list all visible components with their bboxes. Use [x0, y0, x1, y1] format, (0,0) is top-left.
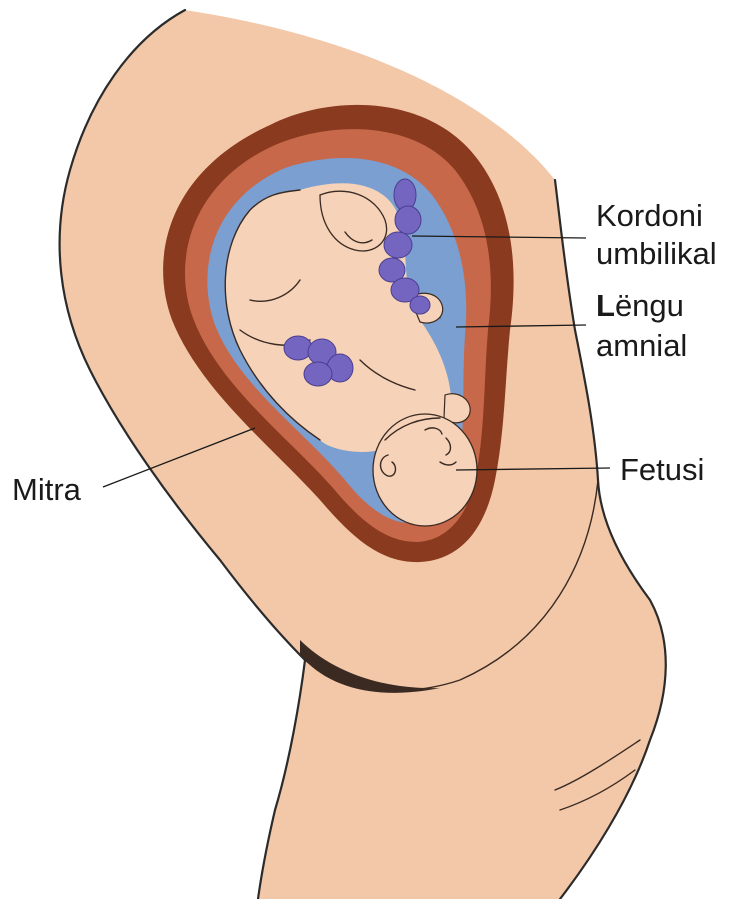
cord-segment [395, 206, 421, 234]
cord-segment [410, 296, 430, 314]
cord-segment [384, 232, 412, 258]
cord-segment [284, 336, 312, 360]
label-amniotic-fluid-rest: ëngu [615, 288, 684, 323]
label-amniotic-fluid-2: amnial [596, 328, 687, 363]
label-umbilical-cord-2: umbilikal [596, 236, 717, 271]
cord-segment [304, 362, 332, 386]
label-uterus: Mitra [12, 472, 82, 507]
label-amniotic-fluid-1: Lëngu [596, 288, 684, 323]
label-fetus: Fetusi [620, 452, 704, 487]
label-amniotic-fluid-initial: L [596, 288, 615, 323]
label-umbilical-cord-1: Kordoni [596, 198, 703, 233]
